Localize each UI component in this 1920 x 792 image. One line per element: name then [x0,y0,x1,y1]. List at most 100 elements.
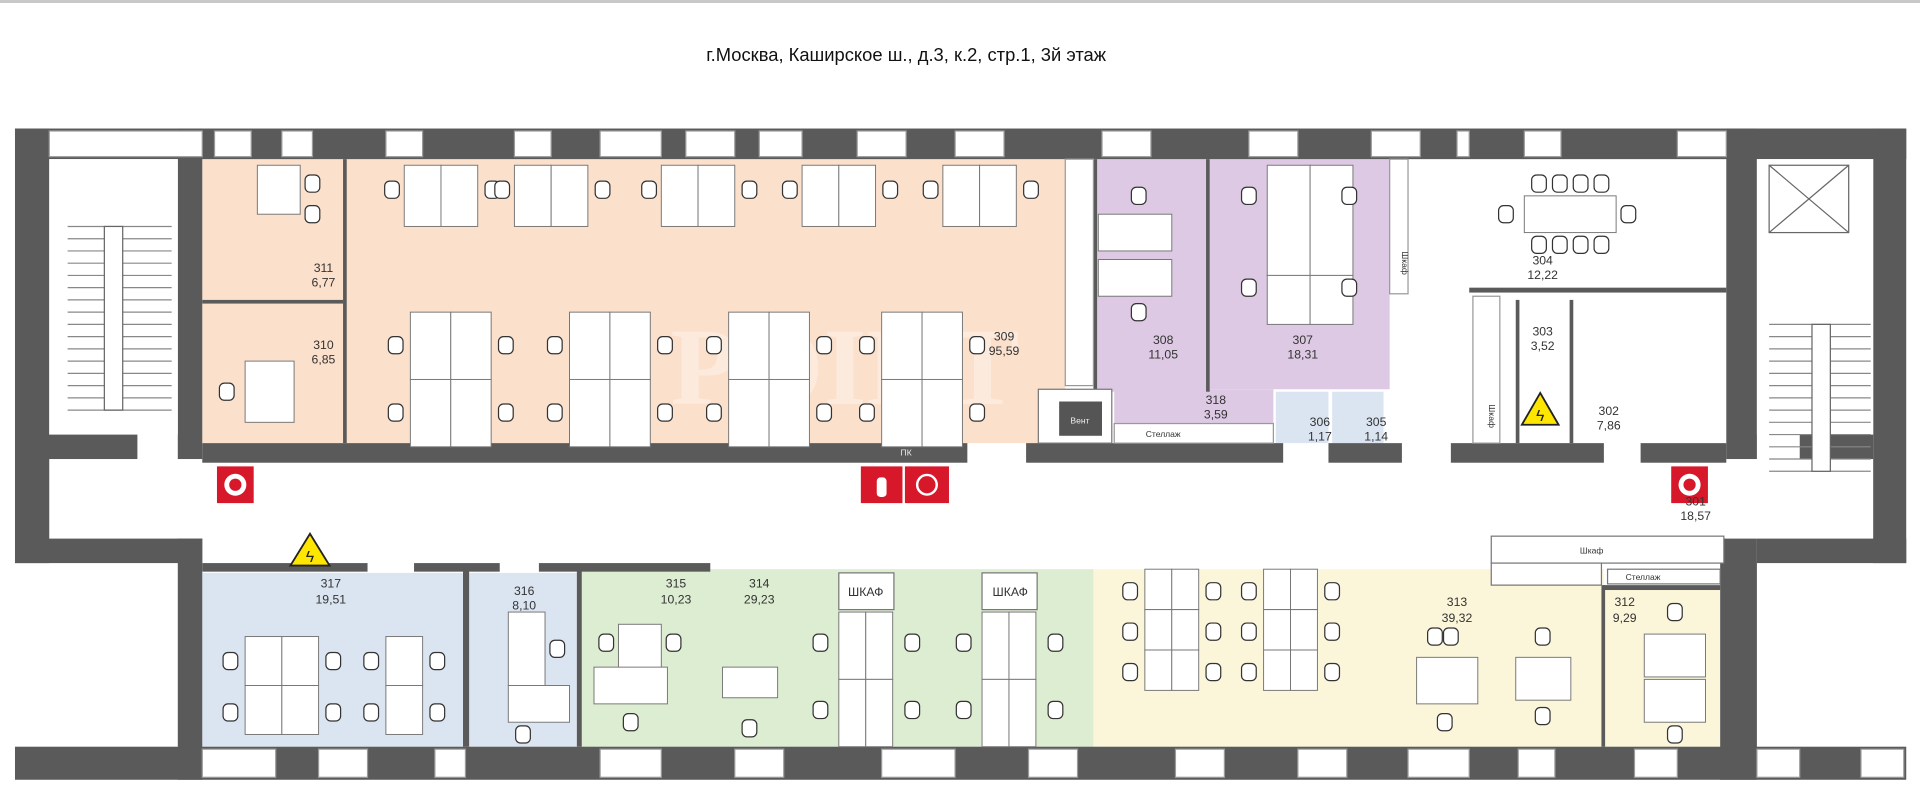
chair-icon [1534,627,1551,646]
chair-icon [304,205,321,224]
desk [1290,609,1318,651]
chair-icon [1620,205,1637,224]
chair-icon [1122,622,1139,641]
chair-icon [1324,582,1341,601]
fire-alarm-icon [216,466,254,504]
chair-icon [218,382,235,401]
svg-text:312: 312 [1614,595,1635,609]
desk [728,311,770,380]
chair-icon [1593,235,1610,255]
desk [660,164,699,227]
desk [1171,568,1200,611]
vent-label: Вент [1070,416,1089,426]
desk [1515,656,1572,701]
svg-text:303: 303 [1532,324,1553,338]
chair-icon [816,403,833,422]
wardrobe-caps-label: ШКАФ [992,585,1027,599]
chair-icon [955,700,972,720]
shelving-318 [1113,422,1274,444]
chair-icon [1593,174,1610,193]
chair-icon [904,700,921,720]
chair-icon [665,633,682,652]
svg-text:39,32: 39,32 [1442,611,1473,625]
desk [507,611,546,686]
desk [1097,259,1173,297]
desk [1266,274,1311,325]
svg-text:18,31: 18,31 [1287,348,1318,362]
chair-icon [497,336,514,355]
chair-icon [657,403,673,422]
svg-text:307: 307 [1293,333,1314,347]
window [317,748,369,778]
desk [409,311,452,380]
desk [1008,678,1037,748]
fire-hose-label: ПК [901,447,912,457]
fire-hose-icon [904,466,949,504]
window [1027,748,1079,778]
chair-icon [1572,235,1589,255]
chair-icon [1341,186,1358,206]
desk [385,636,424,686]
chair-icon [1436,713,1453,732]
desk [256,164,301,215]
chair-icon [1023,180,1039,199]
desk [281,685,320,735]
chair-icon [705,336,722,355]
chair-icon [741,719,758,738]
desk [507,685,570,723]
window [434,748,467,778]
desk [1144,649,1173,691]
svg-text:317: 317 [321,577,342,591]
chair-icon [882,180,899,199]
chair-icon [594,180,611,199]
svg-text:313: 313 [1447,595,1468,609]
svg-text:305: 305 [1366,415,1387,429]
svg-text:ϟ: ϟ [1536,408,1545,425]
chair-icon [1551,174,1568,193]
chair-icon [1240,662,1257,682]
window [213,130,252,158]
desk [1266,164,1311,276]
svg-text:8,10: 8,10 [512,599,536,613]
svg-text:308: 308 [1153,333,1174,347]
desk [609,378,651,448]
desk [1643,678,1706,723]
wardrobe-314a [838,572,895,611]
room-313-label: 313 39,32 [1442,595,1473,625]
chair-icon [222,703,239,722]
chair-icon [1572,174,1589,193]
chair-icon [1442,627,1459,646]
shelving-label: Стеллаж [1146,429,1181,439]
window [1407,748,1470,778]
svg-text:6,77: 6,77 [312,275,336,289]
desk [697,164,736,227]
fire-alarm-icon [1671,466,1708,504]
window [201,748,277,778]
desk [1290,649,1318,691]
desk [1309,164,1354,276]
window [48,130,203,158]
window [856,130,907,158]
svg-text:10,23: 10,23 [661,592,692,606]
chair-icon [1130,302,1147,322]
desk [1171,649,1200,691]
chair-icon [598,633,615,652]
desk [921,311,963,380]
high-voltage-warning-icon: ϟ [1520,391,1561,426]
chair-icon [1531,174,1547,193]
chair-icon [384,180,400,199]
chair-icon [325,703,342,722]
desk [1171,609,1200,651]
desk [609,311,651,380]
svg-text:314: 314 [749,577,770,591]
svg-text:316: 316 [514,584,535,598]
chair-icon [325,651,342,671]
high-voltage-warning-icon: ϟ [288,531,332,567]
desk [1263,568,1291,611]
chair-icon [812,700,829,720]
window [1174,748,1226,778]
